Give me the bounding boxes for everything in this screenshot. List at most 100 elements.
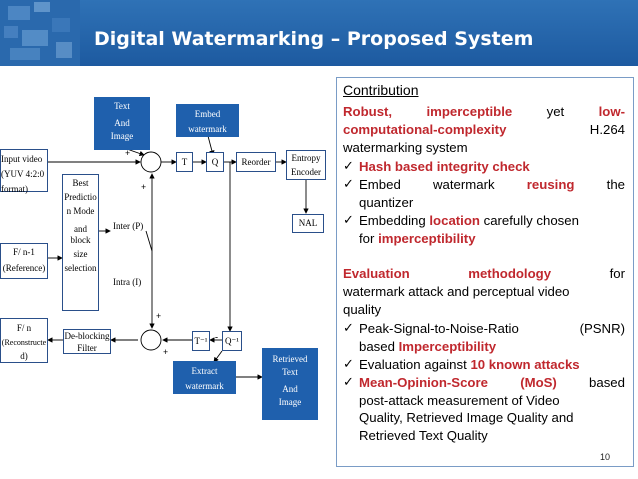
page-number: 10 (600, 452, 611, 462)
text-fragment: computational-complexity (343, 122, 507, 137)
reference-frame-box: F/ n-1 (Reference) (0, 243, 48, 279)
contribution-line-2: computational-complexity H.264 (343, 121, 625, 139)
extract-watermark-line: Extract (191, 366, 218, 376)
extract-watermark-box: Extract watermark (173, 361, 236, 394)
contribution-heading: Contribution (343, 82, 419, 98)
slide-header: Digital Watermarking – Proposed System (0, 0, 638, 66)
arrow-embed-to-q (207, 135, 215, 156)
intra-label: Intra (I) (113, 277, 142, 287)
input-video-box: Input video (YUV 4:2:0 format) (0, 149, 48, 194)
embed-watermark-line: Embed (194, 109, 221, 119)
embed-watermark-line: watermark (188, 124, 227, 134)
check-text: Embedding location carefully chosen (359, 213, 579, 228)
check-text: Mean-Opinion-Score(MoS)based (359, 375, 625, 390)
plus-sign: + (156, 311, 162, 321)
contribution-line-1: Robust, imperceptible yet low- (343, 103, 625, 121)
contribution-panel: Contribution Robust, imperceptible yet l… (336, 77, 634, 467)
retrieved-box: Retrieved Text And Image (262, 348, 318, 420)
minus-sign: - (215, 332, 218, 342)
text-fragment: Robust, (343, 104, 393, 119)
summer-circle-2 (140, 329, 162, 351)
retrieved-line: Retrieved (272, 354, 308, 364)
check-text: Hash based integrity check (359, 159, 530, 174)
check-item-mos: Mean-Opinion-Score(MoS)based post-attack… (359, 374, 625, 444)
best-prediction-line: Predictio (64, 192, 97, 202)
check-mark-icon: ✓ (343, 158, 354, 173)
quantizer-box: Q (206, 152, 224, 172)
header-decoration (0, 0, 80, 66)
embed-watermark-box: Embed watermark (176, 104, 239, 137)
check-text: Retrieved Text Quality (359, 427, 488, 443)
text-fragment: methodology (468, 266, 552, 281)
text-fragment: low- (598, 104, 625, 119)
reference-frame-line: F/ n-1 (13, 247, 35, 257)
check-mark-icon: ✓ (343, 356, 354, 371)
text-and-image-box: Text And Image (94, 97, 150, 150)
check-item-attacks: Evaluation against 10 known attacks (359, 356, 625, 374)
check-mark-icon: ✓ (343, 320, 354, 335)
deblocking-filter-box: De-blocking Filter (63, 329, 111, 354)
inverse-transform-box: T⁻¹ (192, 331, 210, 351)
reconstructed-frame-box: F/ n (Reconstructe d) (0, 318, 48, 363)
text-and-image-line: Text (114, 101, 130, 111)
best-prediction-line: n Mode (66, 206, 95, 216)
entropy-encoder-box: Entropy Encoder (286, 150, 326, 180)
reference-frame-line: (Reference) (2, 263, 46, 273)
reconstructed-frame-line: (Reconstructe (1, 338, 47, 347)
plus-sign: + (125, 148, 131, 158)
check-text: Peak-Signal-to-Noise-Ratio(PSNR) (359, 321, 625, 336)
check-item-psnr: Peak-Signal-to-Noise-Ratio(PSNR) based I… (359, 320, 625, 355)
reorder-box: Reorder (236, 152, 276, 172)
check-text: based Imperceptibility (359, 338, 497, 354)
check-text: for imperceptibility (359, 230, 476, 246)
text-fragment: imperceptible (426, 104, 513, 119)
arrow-qinv-to-extract (213, 350, 223, 363)
input-video-line: format) (1, 184, 28, 194)
retrieved-line: Text (282, 367, 298, 377)
check-text: Evaluation against 10 known attacks (359, 357, 580, 372)
best-prediction-line: selection (64, 263, 97, 273)
entropy-encoder-line: Entropy (291, 153, 321, 163)
best-prediction-box: Best Predictio n Mode and block size sel… (62, 174, 99, 311)
contribution-line-3: watermarking system (343, 140, 468, 155)
input-video-line: (YUV 4:2:0 (1, 169, 45, 179)
inverse-quantizer-box: Q⁻¹ (222, 331, 242, 351)
slide-title: Digital Watermarking – Proposed System (94, 28, 534, 50)
retrieved-line: Image (278, 397, 302, 407)
check-item-location: Embedding location carefully chosen for … (359, 212, 625, 247)
input-video-line: Input video (1, 154, 43, 164)
check-text: post-attack measurement of Video (359, 392, 560, 408)
deblocking-filter-line: Filter (77, 343, 97, 353)
plus-sign: + (163, 347, 169, 357)
text-fragment: Evaluation (343, 266, 410, 281)
best-prediction-line: size (73, 249, 88, 259)
summer-circle (140, 151, 162, 173)
retrieved-line: And (282, 384, 298, 394)
evaluation-line-3: quality (343, 302, 382, 317)
transform-box: T (176, 152, 193, 172)
inter-label: Inter (P) (113, 221, 144, 231)
extract-watermark-line: watermark (185, 381, 224, 391)
text-fragment: for (609, 266, 625, 281)
deblocking-filter-line: De-blocking (64, 331, 110, 341)
text-and-image-line: And (114, 118, 130, 128)
check-mark-icon: ✓ (343, 176, 354, 191)
watermark-system-diagram: Text And Image Embed watermark Input vid… (0, 66, 336, 479)
check-item-hash: Hash based integrity check (359, 158, 625, 176)
evaluation-line-1: Evaluation methodology for (343, 265, 625, 283)
check-mark-icon: ✓ (343, 374, 354, 389)
nal-box: NAL (292, 214, 324, 233)
text-fragment: yet (546, 104, 565, 119)
best-prediction-line: and block (70, 224, 91, 245)
check-mark-icon: ✓ (343, 212, 354, 227)
reconstructed-frame-line: F/ n (16, 323, 32, 333)
entropy-encoder-line: Encoder (291, 167, 321, 177)
diagram-lines (47, 135, 309, 380)
plus-sign: + (141, 182, 147, 192)
check-text: Quality, Retrieved Image Quality and (359, 410, 574, 425)
arrow-text-to-sum (126, 148, 145, 157)
text-and-image-line: Image (110, 131, 134, 141)
evaluation-line-2: watermark attack and perceptual video (343, 284, 570, 299)
